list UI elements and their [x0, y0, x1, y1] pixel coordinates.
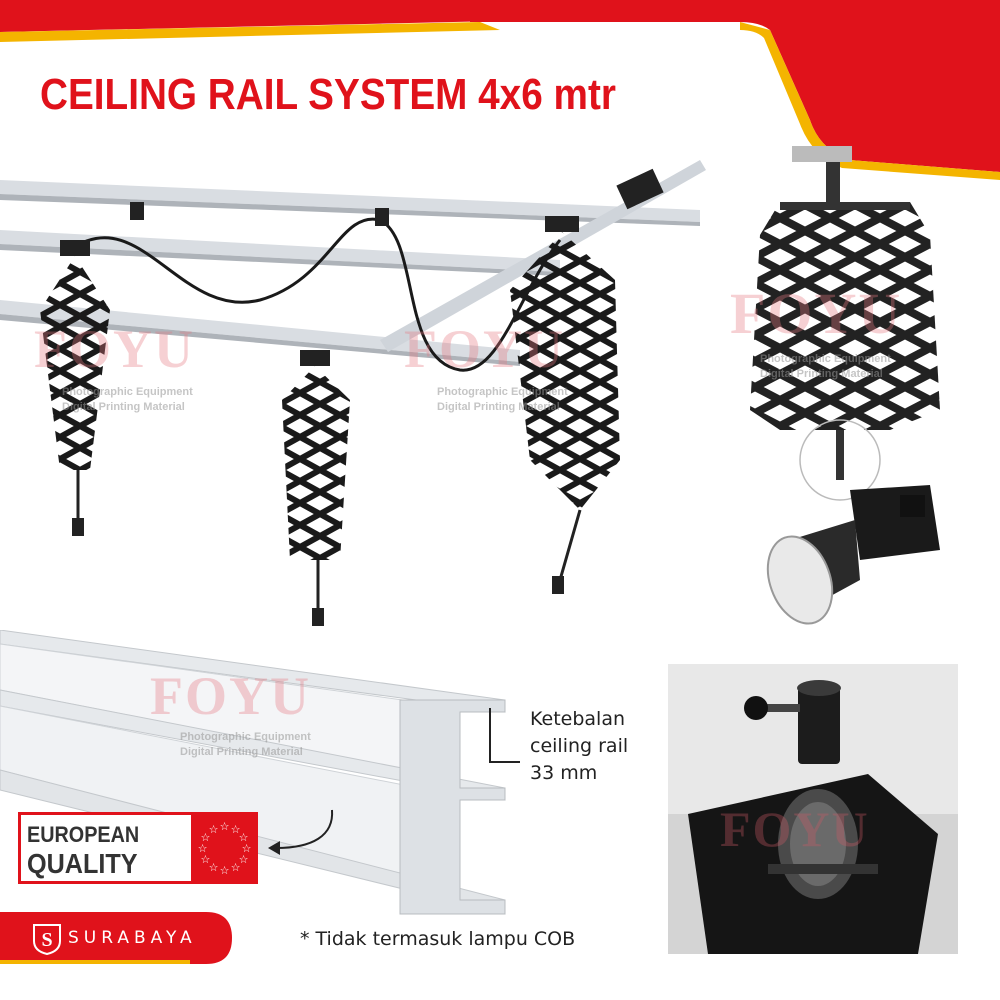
badge-line-2: QUALITY — [27, 848, 138, 879]
pointer-arrow-icon — [268, 809, 334, 855]
star-icon: ☆ — [198, 842, 208, 855]
thickness-bracket — [489, 708, 520, 763]
star-icon: ☆ — [231, 823, 241, 836]
pantograph-light-photo — [750, 146, 940, 625]
star-icon: ☆ — [201, 831, 211, 844]
rail-scene-photo — [0, 160, 706, 626]
clamp-detail-photo — [668, 664, 958, 954]
header-stripes — [0, 0, 1000, 180]
footnote: * Tidak termasuk lampu COB — [300, 928, 576, 950]
badge-line-1: EUROPEAN — [27, 822, 140, 847]
page-title: CEILING RAIL SYSTEM 4x6 mtr — [40, 70, 616, 119]
store-city: SURABAYA — [68, 928, 197, 948]
watermark-brand: FOYU — [720, 801, 870, 857]
star-icon: ☆ — [220, 820, 230, 833]
watermark-brand: FOYU — [150, 666, 311, 726]
star-icon: ☆ — [239, 831, 249, 844]
star-icon: ☆ — [201, 853, 211, 866]
thickness-label: Ketebalan ceiling rail 33 mm — [530, 708, 629, 784]
star-icon: ☆ — [209, 861, 219, 874]
s-crest-icon: S — [33, 924, 61, 955]
eu-stars-icon: ☆☆☆☆☆☆☆☆☆☆☆☆ — [191, 815, 258, 881]
star-icon: ☆ — [242, 842, 252, 855]
star-icon: ☆ — [239, 853, 249, 866]
star-icon: ☆ — [231, 861, 241, 874]
watermark-brand: FOYU — [34, 319, 195, 379]
star-icon: ☆ — [209, 823, 219, 836]
store-brand-tag: S SURABAYA — [0, 912, 232, 964]
svg-text:S: S — [41, 929, 52, 951]
european-quality-badge: EUROPEAN QUALITY ☆☆☆☆☆☆☆☆☆☆☆☆ — [18, 812, 258, 884]
watermark-brand: FOYU — [730, 281, 903, 346]
star-icon: ☆ — [220, 864, 230, 877]
watermark-brand: FOYU — [404, 319, 565, 379]
